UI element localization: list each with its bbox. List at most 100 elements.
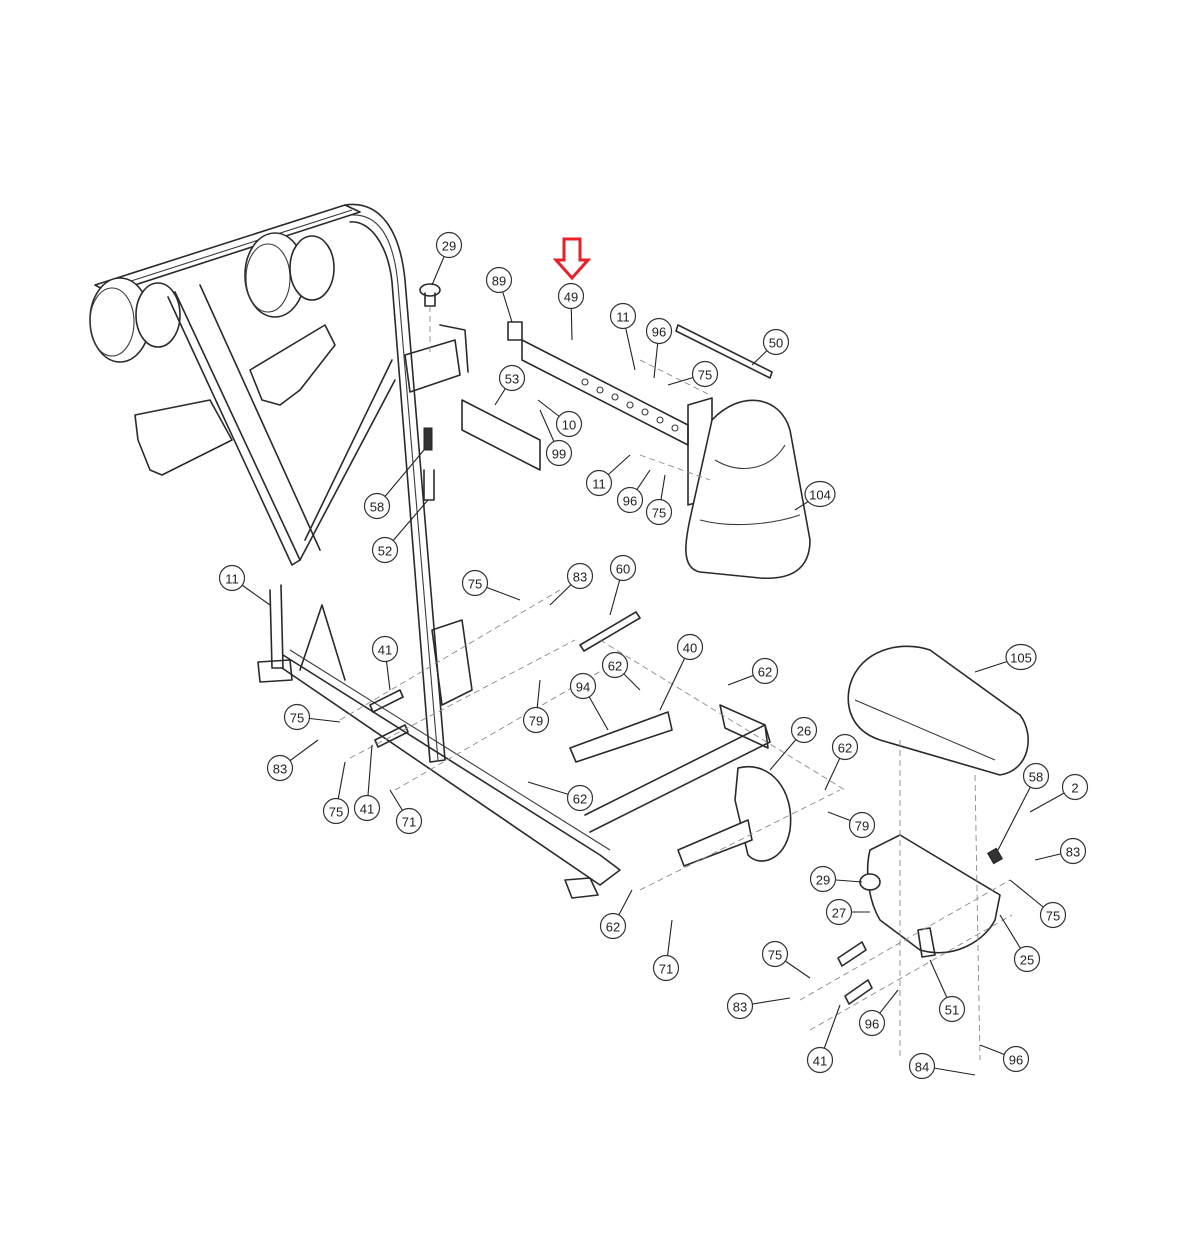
callout-label: 84 bbox=[915, 1060, 929, 1075]
callout-75: 75 bbox=[461, 569, 489, 597]
callout-label: 26 bbox=[797, 724, 811, 739]
arm-bar-49 bbox=[521, 339, 689, 446]
callout-79: 79 bbox=[522, 706, 550, 734]
callout-bubble bbox=[1059, 837, 1087, 865]
knob-29b bbox=[859, 873, 881, 891]
callout-11: 11 bbox=[585, 469, 613, 497]
callout-83: 83 bbox=[566, 562, 594, 590]
callout-105: 105 bbox=[1005, 643, 1037, 671]
end-cap-89 bbox=[507, 321, 523, 341]
callout-bubble bbox=[555, 410, 583, 438]
callout-label: 83 bbox=[733, 1000, 747, 1015]
callout-label: 58 bbox=[1029, 770, 1043, 785]
callout-label: 75 bbox=[468, 577, 482, 592]
callout-bubble bbox=[1039, 901, 1067, 929]
callout-label: 96 bbox=[1009, 1053, 1023, 1068]
callout-75: 75 bbox=[283, 703, 311, 731]
callout-label: 96 bbox=[865, 1017, 879, 1032]
callout-41: 41 bbox=[371, 635, 399, 663]
callout-75: 75 bbox=[645, 498, 673, 526]
callout-96: 96 bbox=[645, 317, 673, 345]
callout-11: 11 bbox=[218, 564, 246, 592]
callout-bubble bbox=[1005, 643, 1037, 671]
callout-bubble bbox=[804, 480, 836, 508]
callout-83: 83 bbox=[266, 754, 294, 782]
callout-bubble bbox=[809, 865, 837, 893]
callout-bubble bbox=[1002, 1045, 1030, 1073]
callout-89: 89 bbox=[485, 266, 513, 294]
callout-bubble bbox=[645, 317, 673, 345]
callout-41: 41 bbox=[353, 794, 381, 822]
callout-96: 96 bbox=[1002, 1045, 1030, 1073]
callout-bubble bbox=[601, 651, 629, 679]
callout-bubble bbox=[652, 954, 680, 982]
callout-bubble bbox=[461, 569, 489, 597]
callout-96: 96 bbox=[616, 486, 644, 514]
callout-bubble bbox=[858, 1009, 886, 1037]
spring-58b bbox=[986, 847, 1004, 865]
callout-bubble bbox=[609, 302, 637, 330]
callout-25: 25 bbox=[1013, 945, 1041, 973]
callout-bubble bbox=[566, 562, 594, 590]
callout-bubble bbox=[1022, 762, 1050, 790]
callout-bubble bbox=[848, 811, 876, 839]
callout-bubble bbox=[371, 536, 399, 564]
callout-bubble bbox=[726, 992, 754, 1020]
callout-label: 75 bbox=[329, 805, 343, 820]
callout-51: 51 bbox=[938, 995, 966, 1023]
callout-label: 62 bbox=[838, 741, 852, 756]
callout-99: 99 bbox=[545, 439, 573, 467]
callout-bubble bbox=[599, 912, 627, 940]
callout-bubble bbox=[645, 498, 673, 526]
cam-plate-26 bbox=[734, 765, 792, 862]
callout-label: 52 bbox=[378, 544, 392, 559]
shock-60 bbox=[579, 611, 641, 652]
callout-75: 75 bbox=[761, 940, 789, 968]
callout-label: 99 bbox=[552, 447, 566, 462]
callout-2: 2 bbox=[1061, 773, 1089, 801]
callout-label: 41 bbox=[813, 1054, 827, 1069]
callout-83: 83 bbox=[1059, 837, 1087, 865]
callout-bubble bbox=[485, 266, 513, 294]
assembly-lines bbox=[339, 306, 1013, 1061]
callout-79: 79 bbox=[848, 811, 876, 839]
callout-label: 2 bbox=[1071, 781, 1078, 796]
callout-label: 71 bbox=[659, 962, 673, 977]
callout-label: 40 bbox=[683, 641, 697, 656]
callout-bubble bbox=[1013, 945, 1041, 973]
callout-75: 75 bbox=[691, 360, 719, 388]
callout-62: 62 bbox=[599, 912, 627, 940]
sleeve-53 bbox=[461, 399, 541, 471]
callout-52: 52 bbox=[371, 536, 399, 564]
callout-label: 83 bbox=[1066, 845, 1080, 860]
callout-label: 49 bbox=[564, 290, 578, 305]
callout-29: 29 bbox=[809, 865, 837, 893]
rod-50 bbox=[675, 324, 773, 379]
callout-71: 71 bbox=[652, 954, 680, 982]
callout-label: 75 bbox=[290, 711, 304, 726]
callout-bubble bbox=[545, 439, 573, 467]
callout-label: 60 bbox=[616, 562, 630, 577]
callout-label: 11 bbox=[592, 477, 606, 492]
callout-label: 75 bbox=[768, 948, 782, 963]
callout-label: 71 bbox=[402, 815, 416, 830]
callout-label: 53 bbox=[505, 372, 519, 387]
callout-label: 79 bbox=[529, 714, 543, 729]
callout-label: 75 bbox=[698, 368, 712, 383]
callout-bubble bbox=[762, 328, 790, 356]
callout-label: 11 bbox=[225, 572, 239, 587]
callout-label: 105 bbox=[1010, 651, 1032, 666]
callout-bubble bbox=[218, 564, 246, 592]
callout-bubble bbox=[266, 754, 294, 782]
callout-label: 11 bbox=[616, 310, 630, 325]
lever-arm bbox=[677, 819, 753, 867]
callout-label: 41 bbox=[360, 802, 374, 817]
callout-bubble bbox=[363, 492, 391, 520]
callout-11: 11 bbox=[609, 302, 637, 330]
callout-84: 84 bbox=[908, 1052, 936, 1080]
callout-label: 50 bbox=[769, 336, 783, 351]
callout-bubble bbox=[522, 706, 550, 734]
callout-60: 60 bbox=[609, 554, 637, 582]
callout-bubble bbox=[691, 360, 719, 388]
